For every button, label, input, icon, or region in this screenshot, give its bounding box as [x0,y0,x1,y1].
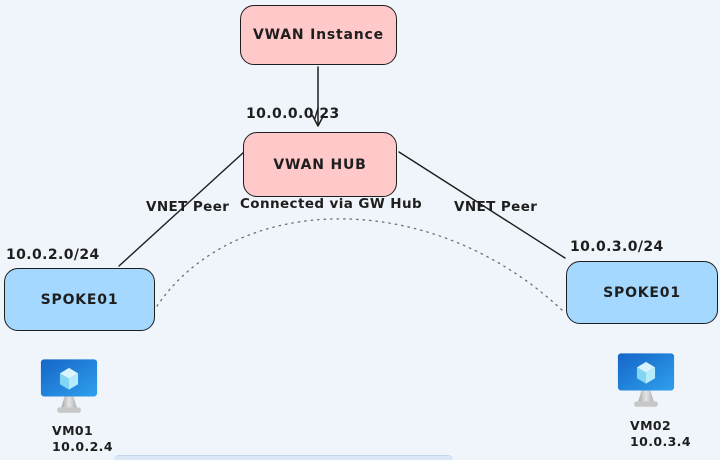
link-right-vnet-peer[interactable] [398,151,566,259]
vm-stand-neck [61,396,77,408]
vm-left-ip: 10.0.2.4 [52,439,113,454]
node-spoke-left[interactable]: SPOKE01 [4,268,155,331]
node-vwan-instance-label: VWAN Instance [253,27,384,43]
node-vwan-instance[interactable]: VWAN Instance [240,5,397,65]
arrow-vwan-instance-to-hub[interactable] [311,66,325,127]
arrowhead-icon [311,114,325,127]
vm-cube-icon [59,367,79,390]
vm-left-name: VM01 [52,423,94,438]
node-spoke-right-label: SPOKE01 [603,284,681,301]
vm-stand-base [57,407,81,413]
node-spoke-left-label: SPOKE01 [40,291,119,308]
link-spoke-to-spoke-dotted[interactable] [156,218,564,312]
vm-right-label[interactable]: VM02 10.0.3.4 [630,418,691,450]
label-spoke-left-cidr[interactable]: 10.0.2.0/24 [6,247,100,263]
vm-right-name: VM02 [630,418,672,433]
bottom-cutoff-shape [114,455,453,460]
link-left-vnet-peer[interactable] [118,151,245,267]
node-spoke-right[interactable]: SPOKE01 [566,261,718,324]
azure-vm-icon[interactable] [40,358,98,415]
vm-right-ip: 10.0.3.4 [630,434,691,449]
node-vwan-hub[interactable]: VWAN HUB [243,132,397,197]
node-vwan-hub-label: VWAN HUB [273,156,367,173]
label-spoke-right-cidr[interactable]: 10.0.3.0/24 [570,239,664,255]
vm-stand-base [634,401,658,407]
label-left-vnet-peer[interactable]: VNET Peer [146,199,230,215]
vm-stand-neck [638,390,654,402]
label-hub-note[interactable]: Connected via GW Hub [240,196,423,212]
vm-left-label[interactable]: VM01 10.0.2.4 [52,423,113,455]
label-right-vnet-peer[interactable]: VNET Peer [454,199,538,215]
label-hub-cidr[interactable]: 10.0.0.0/23 [246,106,340,122]
vm-cube-icon [636,361,656,384]
azure-vm-icon[interactable] [617,352,675,409]
